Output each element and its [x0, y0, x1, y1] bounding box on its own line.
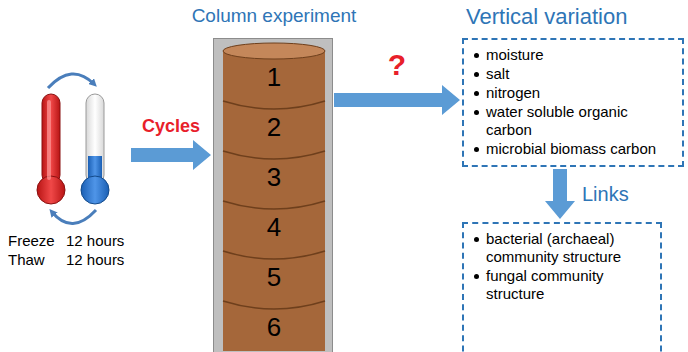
soil-layer: 2	[223, 101, 325, 151]
condition-label: 12 hours	[66, 232, 124, 249]
condition-label: Thaw	[8, 251, 45, 268]
layer-number: 3	[223, 151, 325, 192]
block-arrow	[334, 85, 460, 115]
bullet-row: nitrogen	[472, 84, 674, 102]
bullet-text: fungal community structure	[486, 267, 604, 302]
layer-number: 6	[223, 301, 325, 342]
bullet-dot	[474, 274, 479, 279]
bullet-dot	[474, 53, 479, 58]
bullet-row: fungal community structure	[472, 267, 652, 303]
bullet-text: salt	[486, 65, 509, 82]
bullet-text: water soluble organic carbon	[486, 103, 628, 138]
arrow-label: Links	[582, 183, 629, 206]
soil-layer: 1	[223, 51, 325, 101]
variable-box: Vertical variationmoisturesaltnitrogenwa…	[462, 38, 684, 167]
layer-number: 1	[223, 51, 325, 92]
bullet-text: moisture	[486, 46, 544, 63]
bullet-dot	[474, 147, 479, 152]
bullet-row: bacterial (archaeal) community structure	[472, 230, 652, 266]
bullet-row: water soluble organic carbon	[472, 103, 674, 139]
condition-label: Freeze	[8, 232, 55, 249]
soil-column: Column experiment123456	[213, 38, 333, 352]
arrow-label: ?	[388, 48, 406, 82]
arrow-label: Cycles	[142, 116, 200, 137]
layer-number: 2	[223, 101, 325, 142]
soil-layer: 4	[223, 201, 325, 251]
bullet-text: microbial biomass carbon	[486, 140, 656, 157]
section-heading: Vertical variation	[466, 4, 627, 30]
bullet-dot	[474, 110, 479, 115]
bullet-dot	[474, 237, 479, 242]
bullet-row: moisture	[472, 46, 674, 64]
cycle-group: Freeze12 hoursThaw12 hours	[0, 60, 130, 272]
community-box: bacterial (archaeal) community structure…	[462, 222, 662, 352]
layer-number: 5	[223, 251, 325, 292]
bullet-text: bacterial (archaeal) community structure	[486, 230, 621, 265]
bullet-dot	[474, 91, 479, 96]
column-heading: Column experiment	[174, 5, 374, 27]
condition-label: 12 hours	[66, 251, 124, 268]
bullet-row: salt	[472, 65, 674, 83]
block-arrow	[131, 140, 211, 170]
bullet-row: microbial biomass carbon	[472, 140, 674, 158]
layer-number: 4	[223, 201, 325, 242]
soil-layer: 5	[223, 251, 325, 301]
bullet-text: nitrogen	[486, 84, 540, 101]
soil-layer: 3	[223, 151, 325, 201]
block-arrow	[545, 169, 575, 219]
soil-layer: 6	[223, 301, 325, 351]
bullet-dot	[474, 72, 479, 77]
